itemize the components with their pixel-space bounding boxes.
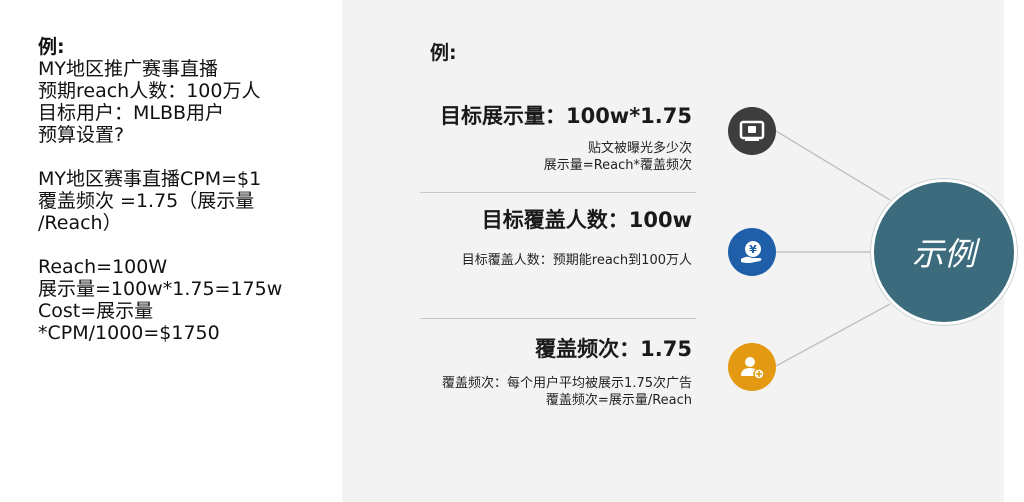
item-description: 覆盖频次=展示量/Reach — [545, 393, 692, 408]
left-text-block: 例: MY地区推广赛事直播 预期reach人数：100万人 目标用户：MLBB用… — [38, 36, 328, 344]
left-line-5: 预算设置? — [38, 124, 125, 146]
connector-lines — [775, 130, 891, 367]
left-spacer — [38, 234, 328, 256]
left-line-8: 覆盖频次 =1.75（展示量 — [38, 190, 255, 212]
left-line-14: *CPM/1000=$1750 — [38, 322, 220, 344]
item-description: 目标覆盖人数：预期能reach到100万人 — [461, 253, 692, 268]
left-line-3: 预期reach人数：100万人 — [38, 80, 261, 102]
left-line-9: /Reach） — [38, 212, 122, 234]
item-description: 覆盖频次：每个用户平均被展示1.75次广告 — [442, 376, 692, 391]
item-heading: 目标覆盖人数：100w — [481, 208, 692, 232]
item-reach: 目标覆盖人数：100w 目标覆盖人数：预期能reach到100万人 — [462, 204, 692, 269]
connector-line — [775, 303, 891, 367]
left-line-2: MY地区推广赛事直播 — [38, 58, 218, 80]
left-line-1: 例: — [38, 36, 65, 58]
left-spacer — [38, 146, 328, 168]
example-panel: 例: 目标展示量：100w*1.75 贴文被曝光多少次 展示量=Reach*覆盖… — [342, 0, 1014, 502]
monitor-shield-icon — [728, 107, 776, 155]
panel-title: 例: — [430, 42, 457, 64]
left-line-7: MY地区赛事直播CPM=$1 — [38, 168, 262, 190]
item-heading: 目标展示量：100w*1.75 — [439, 104, 692, 128]
left-line-11: Reach=100W — [38, 256, 168, 278]
left-line-4: 目标用户：MLBB用户 — [38, 102, 225, 124]
add-user-icon — [728, 343, 776, 391]
item-impressions: 目标展示量：100w*1.75 贴文被曝光多少次 展示量=Reach*覆盖频次 — [440, 100, 692, 174]
item-heading: 覆盖频次：1.75 — [535, 337, 692, 361]
left-line-13: Cost=展示量 — [38, 300, 154, 322]
yen-hand-icon: ¥ — [728, 228, 776, 276]
divider — [420, 192, 696, 193]
svg-text:¥: ¥ — [749, 243, 757, 256]
example-hub-circle: 示例 — [874, 182, 1014, 322]
item-description: 贴文被曝光多少次 — [587, 141, 692, 156]
item-description: 展示量=Reach*覆盖频次 — [543, 158, 692, 173]
left-line-12: 展示量=100w*1.75=175w — [38, 278, 283, 300]
connector-line — [775, 130, 891, 201]
divider — [420, 318, 696, 319]
hub-label: 示例 — [911, 235, 976, 273]
item-frequency: 覆盖频次：1.75 覆盖频次：每个用户平均被展示1.75次广告 覆盖频次=展示量… — [442, 333, 692, 409]
